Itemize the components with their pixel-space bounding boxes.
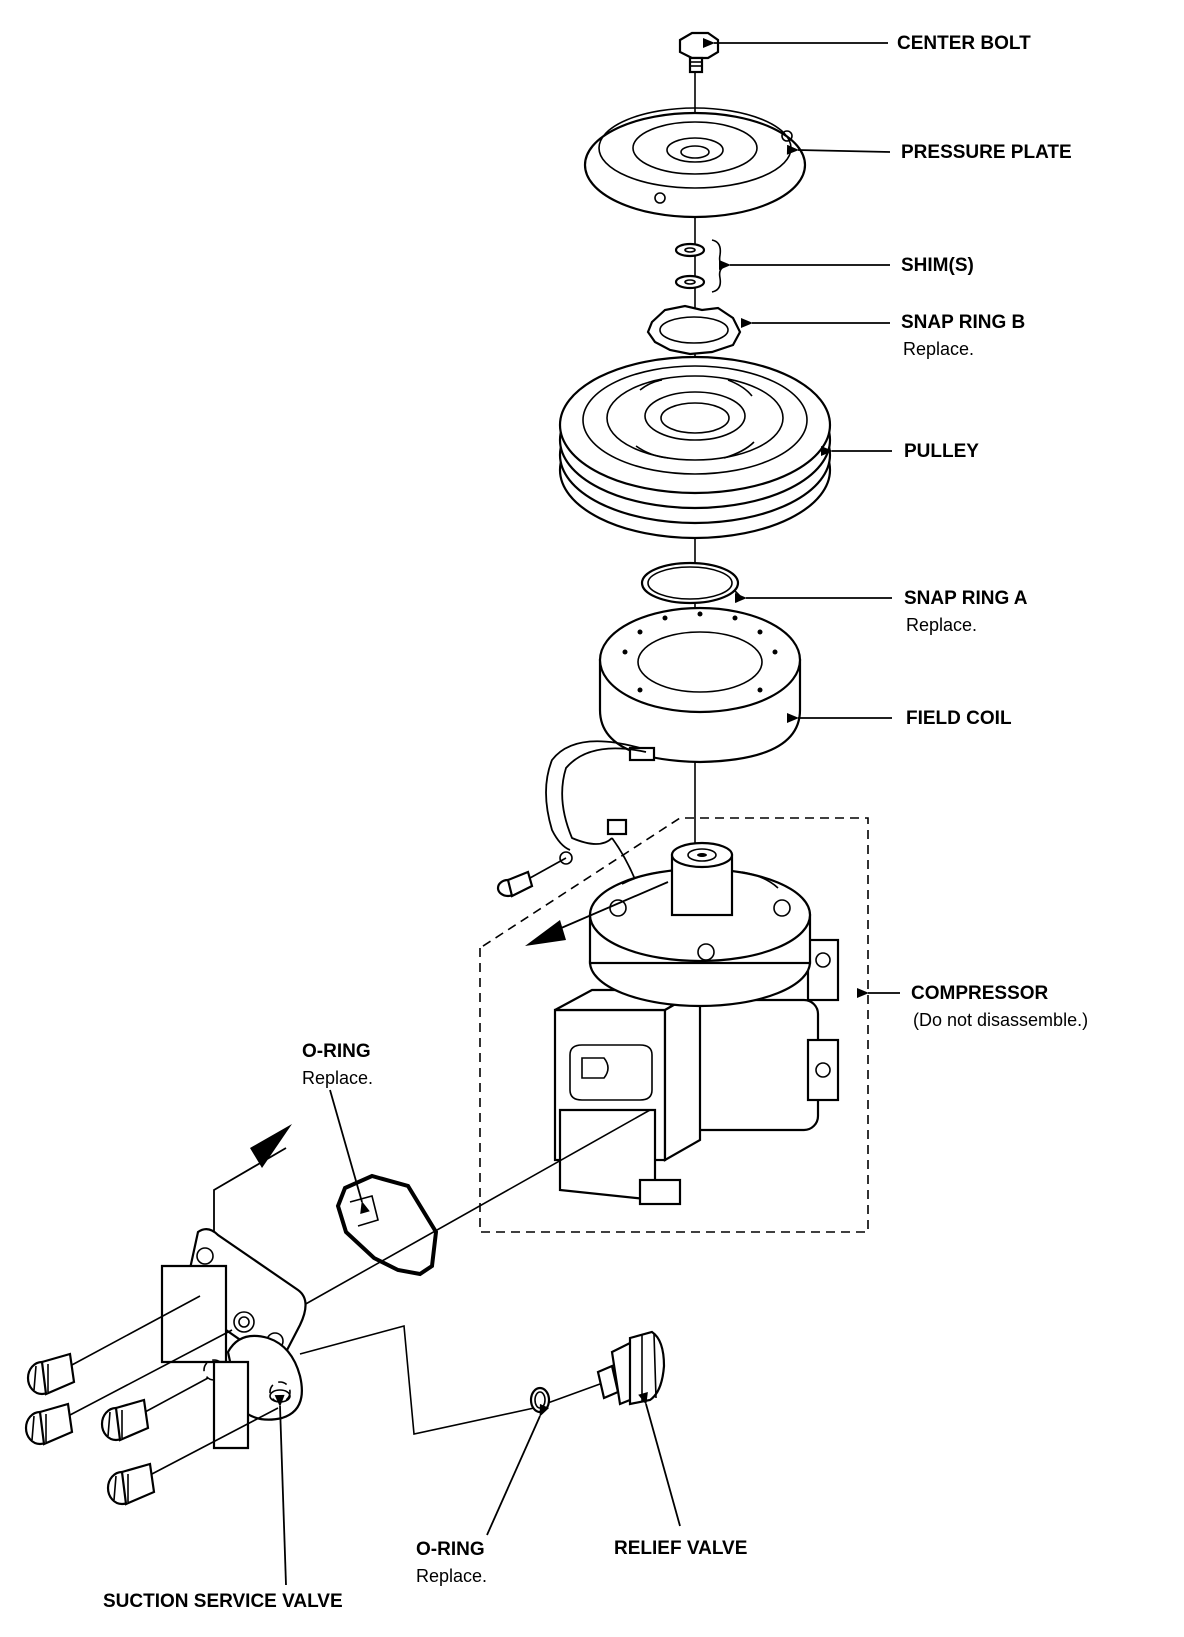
compressor-part — [553, 841, 840, 1206]
snap-ring-b-part — [646, 304, 742, 356]
note-o-ring-lower: Replace. — [416, 1566, 487, 1586]
note-snap-ring-b: Replace. — [903, 339, 974, 359]
ground-screw-part — [496, 857, 567, 898]
compressor-boundary — [479, 817, 869, 1233]
label-compressor: COMPRESSOR — [911, 983, 1049, 1004]
leader-o-ring-lower — [486, 1403, 550, 1536]
label-suction-service-valve: SUCTION SERVICE VALVE — [103, 1591, 343, 1612]
pulley-part — [558, 355, 832, 540]
label-o-ring-lower: O-RING — [416, 1539, 485, 1560]
note-compressor: (Do not disassemble.) — [913, 1010, 1088, 1030]
relief-valve-axis-line — [299, 1324, 601, 1435]
field-coil-part — [545, 606, 802, 991]
bolt-guide-lines — [69, 1295, 279, 1476]
suction-service-valve-part — [160, 1228, 307, 1450]
label-snap-ring-b: SNAP RING B — [901, 312, 1025, 333]
leader-relief-valve — [638, 1392, 681, 1527]
suction-axis-line — [294, 1109, 651, 1311]
leader-o-ring-upper — [329, 1089, 370, 1214]
shims-part — [674, 239, 727, 293]
o-ring-lower-part — [529, 1386, 551, 1414]
label-field-coil: FIELD COIL — [906, 708, 1012, 729]
note-o-ring-upper: Replace. — [302, 1068, 373, 1088]
leader-pressure-plate — [786, 144, 891, 155]
label-o-ring-upper: O-RING — [302, 1041, 371, 1062]
label-relief-valve: RELIEF VALVE — [614, 1538, 747, 1559]
relief-valve-part — [596, 1330, 666, 1406]
note-snap-ring-a: Replace. — [906, 615, 977, 635]
mounting-bolt-2 — [24, 1402, 74, 1446]
assembly-direction-arrow — [525, 881, 669, 946]
mounting-bolt-4 — [106, 1462, 156, 1506]
label-pressure-plate: PRESSURE PLATE — [901, 142, 1072, 163]
leader-suction-service-valve — [274, 1394, 287, 1586]
pressure-plate-part — [583, 107, 807, 219]
snap-ring-a-part — [640, 561, 744, 605]
mounting-bolt-3 — [100, 1398, 150, 1442]
mounting-bolt-1 — [26, 1352, 76, 1396]
center-bolt-part — [678, 31, 720, 74]
label-snap-ring-a: SNAP RING A — [904, 588, 1028, 609]
label-pulley: PULLEY — [904, 441, 979, 462]
label-shims: SHIM(S) — [901, 255, 974, 276]
o-ring-upper-part — [335, 1173, 439, 1277]
label-center-bolt: CENTER BOLT — [897, 33, 1031, 54]
